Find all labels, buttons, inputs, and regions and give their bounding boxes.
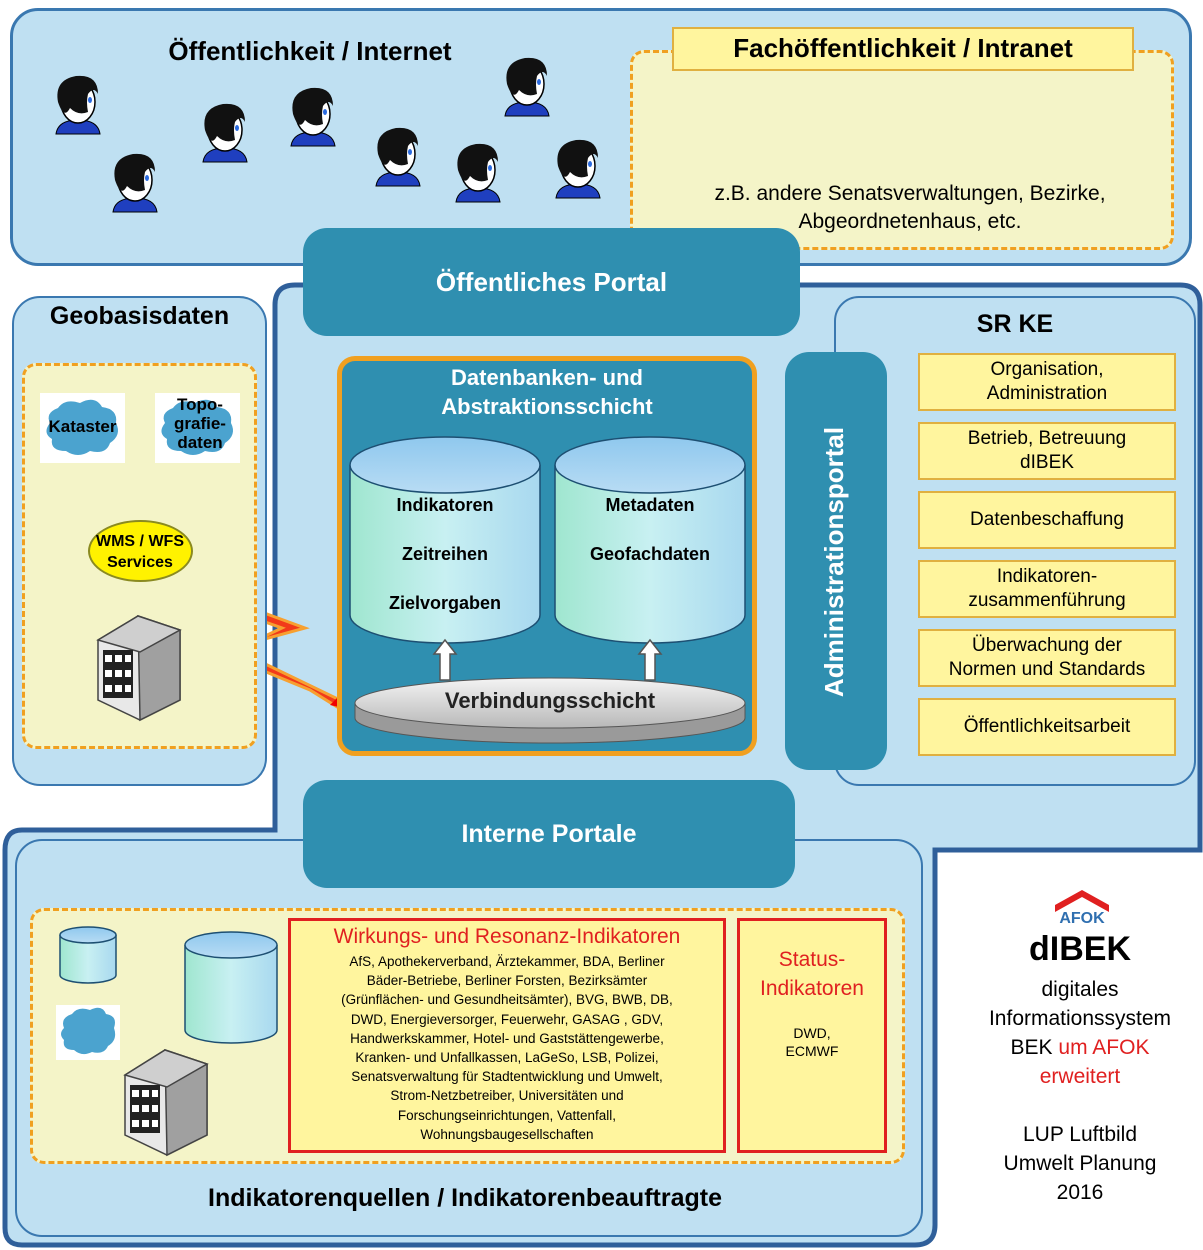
dibek-line-1: digitales	[1041, 978, 1119, 1001]
db1-item-2: Zeitreihen	[401, 544, 489, 564]
intranet-description-1: z.B. andere Senatsverwaltungen, Bezirke,	[714, 182, 1106, 205]
kataster-label: Kataster	[48, 417, 117, 436]
intranet-title: Fachöffentlichkeit / Intranet	[733, 33, 1073, 63]
public-user-icon	[375, 127, 421, 187]
status-indicators-box[interactable]	[737, 918, 887, 1153]
intranet-title-box	[672, 27, 1134, 71]
public-user-icon	[455, 143, 501, 203]
sr-ke-title: SR KE	[976, 310, 1054, 338]
impact-indicators-list: AfS, Apothekerverband, Ärztekammer, BDA,…	[341, 954, 673, 1142]
topo-map-icon	[155, 393, 240, 463]
sr-ke-item-oeffentlichkeitsarbeit[interactable]: Öffentlichkeitsarbeit	[918, 698, 1176, 756]
credit-line-1: LUP Luftbild	[1022, 1123, 1138, 1146]
wms-label-1: WMS / WFS	[96, 533, 184, 550]
credit-line-3: 2016	[1056, 1181, 1104, 1204]
public-user-icon	[202, 103, 248, 163]
public-internet-title: Öffentlichkeit / Internet	[168, 36, 452, 66]
geobasis-title: Geobasisdaten	[49, 302, 230, 330]
internal-portal[interactable]: Interne Portale	[303, 780, 795, 888]
sr-ke-item-organisation[interactable]: Organisation,Administration	[918, 353, 1176, 411]
public-user-icon	[555, 139, 601, 199]
afok-logo-text: AFOK	[1059, 910, 1105, 927]
connection-layer-label: Verbindungsschicht	[444, 688, 656, 713]
public-portal[interactable]: Öffentliches Portal	[303, 228, 800, 336]
public-user-icon	[504, 57, 550, 117]
admin-portal[interactable]	[785, 352, 887, 770]
dibek-name: dIBEK	[1029, 930, 1131, 968]
dibek-line-4: erweitert	[1039, 1065, 1121, 1088]
dibek-line-3: BEK um AFOK	[1010, 1036, 1150, 1059]
wms-label-2: Services	[107, 554, 173, 571]
intranet-panel	[630, 50, 1174, 250]
database-layer-title-2: Abstraktionsschicht	[441, 394, 653, 419]
status-source-2: ECMWF	[785, 1043, 839, 1059]
sr-ke-item-datenbeschaffung[interactable]: Datenbeschaffung	[918, 491, 1176, 549]
public-user-icon	[55, 75, 101, 135]
impact-indicators-title: Wirkungs- und Resonanz-Indikatoren	[333, 925, 681, 948]
status-source-1: DWD,	[793, 1025, 831, 1041]
sr-ke-item-zusammenfuehrung[interactable]: Indikatoren-zusammenführung	[918, 560, 1176, 618]
public-user-icon	[112, 153, 158, 213]
public-user-icon	[290, 87, 336, 147]
topo-label-3: daten	[177, 433, 223, 452]
impact-indicators-box[interactable]	[288, 918, 726, 1153]
db2-item-2: Geofachdaten	[589, 544, 711, 564]
status-title-1: Status-	[778, 948, 846, 971]
topo-label-2: grafie-	[174, 414, 226, 433]
topo-label-1: Topo-	[177, 395, 223, 414]
wms-wfs-services-ellipse[interactable]	[88, 520, 193, 582]
credit-line-2: Umwelt Planung	[1003, 1152, 1157, 1175]
db2-item-1: Metadaten	[605, 495, 695, 515]
dibek-line-2: Informationssystem	[988, 1007, 1172, 1030]
sources-title: Indikatorenquellen / Indikatorenbeauftra…	[208, 1184, 722, 1212]
kataster-map-icon	[40, 393, 125, 463]
status-title-2: Indikatoren	[760, 977, 864, 1000]
db1-item-1: Indikatoren	[396, 495, 494, 515]
database-layer-title-1: Datenbanken- und	[451, 365, 643, 390]
intranet-description-2: Abgeordnetenhaus, etc.	[798, 210, 1022, 233]
db1-item-3: Zielvorgaben	[388, 593, 502, 613]
